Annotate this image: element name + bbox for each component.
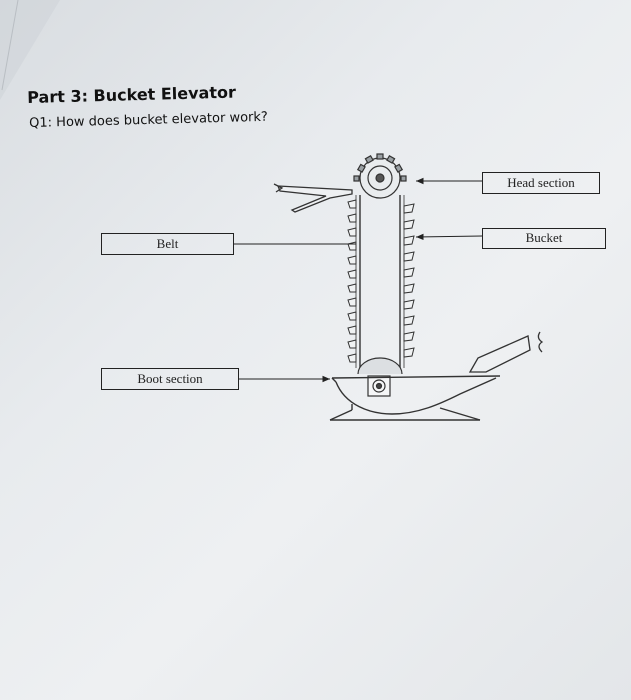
leader-bucket: [415, 233, 483, 241]
buckets-right: [403, 203, 415, 358]
label-head-section: Head section: [482, 172, 600, 194]
label-bucket: Bucket: [482, 228, 606, 249]
feed-chute: [468, 331, 544, 373]
label-boot-section: Boot section: [101, 368, 239, 390]
buckets-left: [347, 199, 357, 363]
head-pulley: [353, 153, 407, 199]
boot-housing: [329, 375, 501, 421]
boot-pulley: [357, 357, 403, 397]
label-belt: Belt: [101, 233, 234, 255]
elevator-belt: [355, 195, 405, 368]
discharge-chute: [273, 183, 353, 213]
